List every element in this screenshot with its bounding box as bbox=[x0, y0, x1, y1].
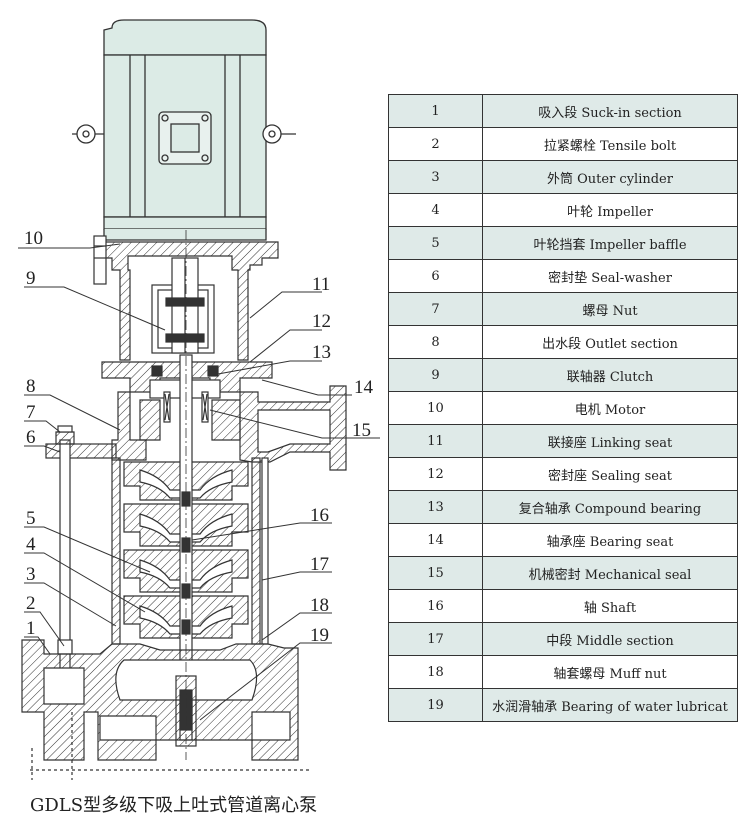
callout-9: 9 bbox=[26, 268, 36, 289]
part-name: 轴承座 Bearing seat bbox=[482, 523, 738, 557]
part-name: 螺母 Nut bbox=[482, 292, 738, 326]
lifting-eye-left-icon bbox=[72, 124, 104, 144]
coupling bbox=[165, 257, 205, 354]
callout-6: 6 bbox=[26, 427, 36, 448]
part-name: 机械密封 Mechanical seal bbox=[482, 556, 738, 590]
callout-12: 12 bbox=[312, 311, 331, 332]
part-number: 16 bbox=[388, 589, 483, 623]
part-name: 密封座 Sealing seat bbox=[482, 457, 738, 491]
part-name: 中段 Middle section bbox=[482, 622, 738, 656]
part-name: 外筒 Outer cylinder bbox=[482, 160, 738, 194]
part-number: 2 bbox=[388, 127, 483, 161]
part-name: 出水段 Outlet section bbox=[482, 325, 738, 359]
callout-4: 4 bbox=[26, 534, 36, 555]
leader-lines bbox=[18, 243, 380, 721]
callout-15: 15 bbox=[352, 420, 371, 441]
part-name: 叶轮 Impeller bbox=[482, 193, 738, 227]
part-name: 密封垫 Seal-washer bbox=[482, 259, 738, 293]
inlet-section bbox=[21, 639, 310, 780]
callout-labels: 10 9 11 12 13 14 15 8 7 6 5 4 3 2 1 16 1… bbox=[24, 228, 374, 646]
part-number: 14 bbox=[388, 523, 483, 557]
part-number: 12 bbox=[388, 457, 483, 491]
part-number: 6 bbox=[388, 259, 483, 293]
callout-7: 7 bbox=[26, 402, 36, 423]
callout-19: 19 bbox=[310, 625, 329, 646]
part-name: 吸入段 Suck-in section bbox=[482, 94, 738, 128]
part-name: 拉紧螺栓 Tensile bolt bbox=[482, 127, 738, 161]
part-number: 7 bbox=[388, 292, 483, 326]
flange-bolt-left bbox=[93, 235, 107, 285]
part-name: 电机 Motor bbox=[482, 391, 738, 425]
part-number: 1 bbox=[388, 94, 483, 128]
part-name: 轴 Shaft bbox=[482, 589, 738, 623]
part-number: 19 bbox=[388, 688, 483, 722]
part-number: 17 bbox=[388, 622, 483, 656]
part-name: 水润滑轴承 Bearing of water lubricat bbox=[482, 688, 738, 722]
part-number: 15 bbox=[388, 556, 483, 590]
outlet-section bbox=[111, 385, 347, 471]
part-number: 4 bbox=[388, 193, 483, 227]
callout-13: 13 bbox=[312, 342, 331, 363]
part-number: 11 bbox=[388, 424, 483, 458]
callout-1: 1 bbox=[26, 618, 36, 639]
part-number: 10 bbox=[388, 391, 483, 425]
motor bbox=[103, 19, 267, 241]
callout-17: 17 bbox=[310, 554, 329, 575]
part-number: 3 bbox=[388, 160, 483, 194]
part-number: 8 bbox=[388, 325, 483, 359]
part-name: 复合轴承 Compound bearing bbox=[482, 490, 738, 524]
drawing-caption: GDLS型多级下吸上吐式管道离心泵 bbox=[30, 795, 318, 816]
callout-2: 2 bbox=[26, 593, 36, 614]
pump-cross-section-drawing: 10 9 11 12 13 14 15 8 7 6 5 4 3 2 1 16 1… bbox=[18, 19, 380, 780]
lifting-eye-right-icon bbox=[262, 124, 296, 144]
part-name: 联接座 Linking seat bbox=[482, 424, 738, 458]
callout-3: 3 bbox=[26, 564, 36, 585]
part-number: 18 bbox=[388, 655, 483, 689]
callout-18: 18 bbox=[310, 595, 329, 616]
callout-10: 10 bbox=[24, 228, 43, 249]
part-number: 5 bbox=[388, 226, 483, 260]
callout-8: 8 bbox=[26, 376, 36, 397]
part-number: 13 bbox=[388, 490, 483, 524]
callout-11: 11 bbox=[312, 274, 330, 295]
callout-14: 14 bbox=[354, 377, 374, 398]
part-name: 联轴器 Clutch bbox=[482, 358, 738, 392]
callout-16: 16 bbox=[310, 505, 329, 526]
callout-5: 5 bbox=[26, 508, 36, 529]
part-name: 叶轮挡套 Impeller baffle bbox=[482, 226, 738, 260]
part-name: 轴套螺母 Muff nut bbox=[482, 655, 738, 689]
part-number: 9 bbox=[388, 358, 483, 392]
